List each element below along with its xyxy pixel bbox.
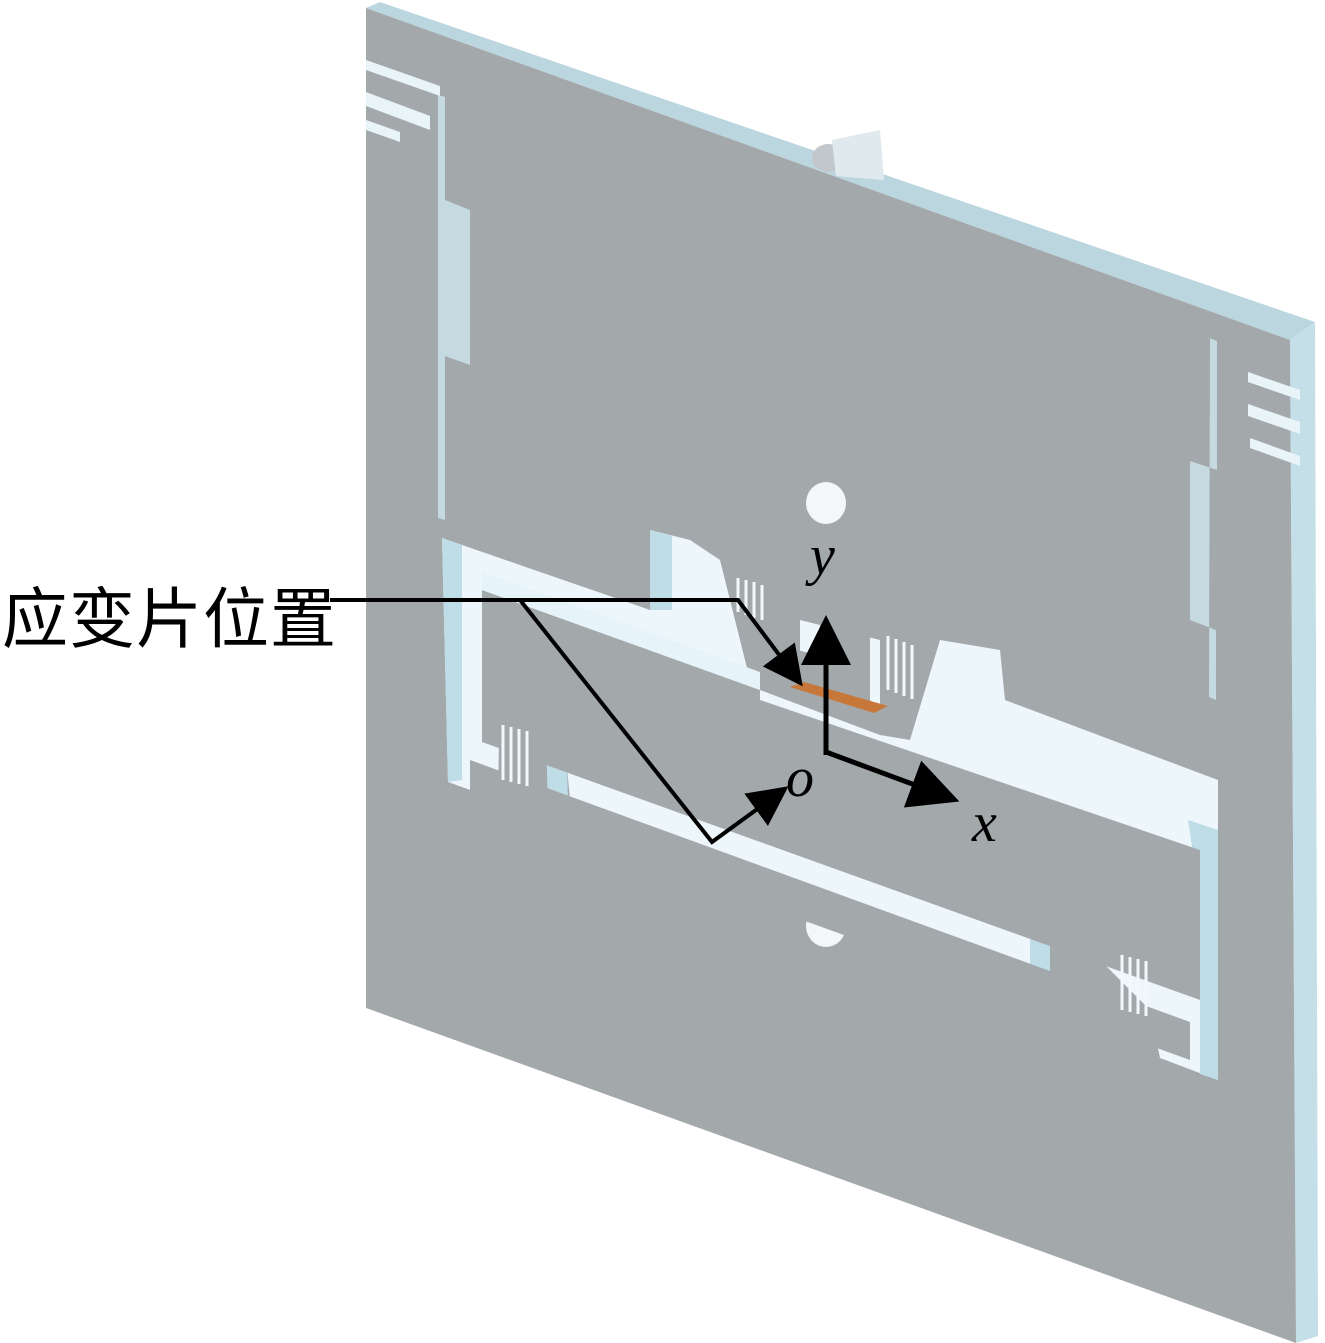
plate-right-edge <box>1290 322 1318 1343</box>
leader-to-origin <box>518 598 789 845</box>
strain-gauge <box>790 682 888 713</box>
upper-hole <box>806 482 846 524</box>
right-groove <box>1190 338 1217 700</box>
left-groove <box>438 95 470 520</box>
top-left-notches <box>366 60 440 142</box>
beam-upper <box>482 590 1200 1000</box>
strain-gauge-position-label: 应变片位置 <box>2 581 337 658</box>
x-axis-label: x <box>972 792 997 854</box>
x-axis-arrow <box>825 749 960 808</box>
leader-to-gauge <box>330 598 803 687</box>
flexure-combs <box>501 578 1148 1016</box>
callout-leaders <box>330 598 803 845</box>
y-axis-label: y <box>810 525 835 587</box>
coordinate-axes <box>801 615 960 808</box>
beam-lower <box>470 760 1190 1060</box>
top-right-notches <box>1248 372 1300 466</box>
top-shaft <box>812 130 884 180</box>
origin-label: o <box>786 747 814 809</box>
